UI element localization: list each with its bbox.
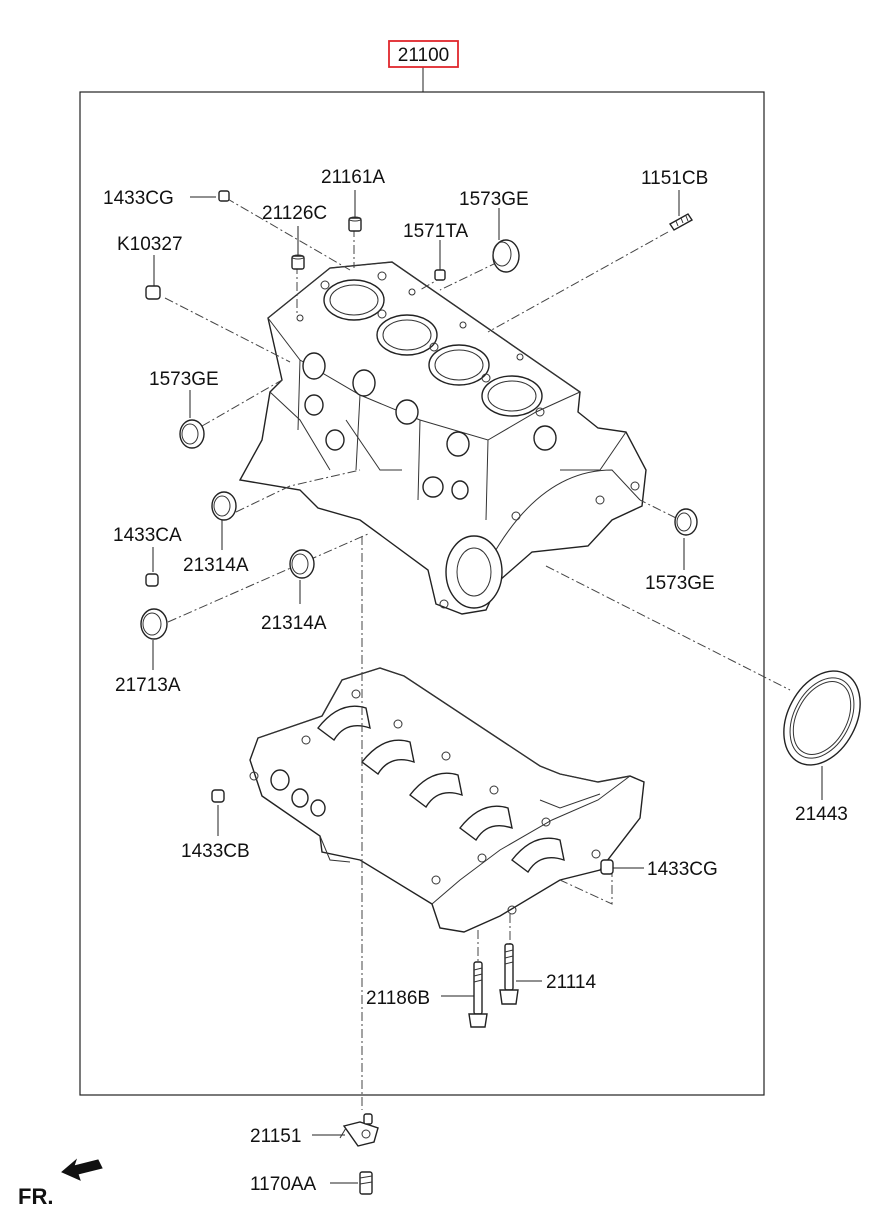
svg-text:1433CG: 1433CG (103, 188, 174, 209)
part-oil-seal-21443[interactable] (769, 658, 876, 778)
part-bolt-1170AA[interactable] (359, 1171, 373, 1195)
part-seal-21314A-mid[interactable] (289, 549, 315, 579)
part-K10327[interactable] (145, 285, 161, 300)
svg-text:1151CB: 1151CB (641, 168, 708, 189)
callout-21114[interactable]: 21114 (546, 972, 596, 993)
cylinder-block[interactable] (238, 261, 647, 615)
callout-1571TA[interactable]: 1571TA (403, 221, 468, 242)
front-direction-indicator: FR. (18, 1158, 103, 1209)
part-dowel-1433CG-top[interactable] (218, 190, 230, 202)
svg-text:1433CG: 1433CG (647, 859, 718, 880)
callout-1151CB[interactable]: 1151CB (641, 168, 708, 189)
svg-text:1433CB: 1433CB (181, 841, 250, 862)
svg-text:21114: 21114 (546, 972, 596, 993)
svg-text:21443: 21443 (795, 804, 848, 825)
part-seal-21713A[interactable] (140, 608, 168, 640)
part-stud-1151CB[interactable] (668, 213, 694, 231)
part-bolt-21114[interactable] (499, 943, 519, 1005)
part-plug-1573GE-top[interactable] (492, 239, 520, 273)
front-direction-arrow-icon (61, 1158, 103, 1181)
callout-21161A[interactable]: 21161A (321, 167, 385, 188)
callout-1573GE-top[interactable]: 1573GE (459, 189, 529, 210)
part-1571TA[interactable] (434, 269, 446, 281)
part-bolt-21186B[interactable] (468, 961, 488, 1028)
callout-1573GE-right[interactable]: 1573GE (645, 573, 715, 594)
front-direction-label: FR. (18, 1184, 53, 1209)
assembly-number-highlight (388, 40, 459, 68)
part-seal-21314A-left[interactable] (211, 491, 237, 521)
svg-text:21713A: 21713A (115, 675, 181, 696)
svg-text:1433CA: 1433CA (113, 525, 182, 546)
bedplate-lower-crankcase[interactable] (249, 667, 645, 933)
callout-21314A-mid[interactable]: 21314A (261, 613, 327, 634)
svg-text:1573GE: 1573GE (645, 573, 715, 594)
part-sensor-21151[interactable] (339, 1113, 379, 1147)
svg-text:21314A: 21314A (261, 613, 327, 634)
callout-1573GE-left[interactable]: 1573GE (149, 369, 219, 390)
callout-1433CG-top[interactable]: 1433CG (103, 188, 174, 209)
callout-1433CB[interactable]: 1433CB (181, 841, 250, 862)
part-dowel-1433CA[interactable] (145, 573, 159, 587)
callout-1433CG-right[interactable]: 1433CG (647, 859, 718, 880)
part-dowel-21126C[interactable] (291, 254, 305, 270)
callout-1170AA[interactable]: 1170AA (250, 1174, 317, 1195)
svg-text:1573GE: 1573GE (149, 369, 219, 390)
callout-21443[interactable]: 21443 (795, 804, 848, 825)
part-dowel-1433CG-right[interactable] (600, 859, 614, 875)
callout-1433CA[interactable]: 1433CA (113, 525, 182, 546)
assembly-number: 21100 (398, 45, 449, 66)
callout-21314A-left[interactable]: 21314A (183, 555, 249, 576)
svg-text:1571TA: 1571TA (403, 221, 468, 242)
part-plug-1573GE-right[interactable] (674, 508, 698, 536)
svg-text:1170AA: 1170AA (250, 1174, 317, 1195)
svg-text:21186B: 21186B (366, 988, 430, 1009)
svg-text:21126C: 21126C (262, 203, 327, 224)
svg-text:K10327: K10327 (117, 234, 183, 255)
svg-text:21314A: 21314A (183, 555, 249, 576)
assembly-number-callout[interactable]: 21100 (388, 40, 459, 68)
svg-text:21161A: 21161A (321, 167, 385, 188)
part-plug-1573GE-left[interactable] (179, 419, 205, 449)
part-dowel-1433CB[interactable] (211, 789, 225, 803)
callout-21126C[interactable]: 21126C (262, 203, 327, 224)
svg-text:1573GE: 1573GE (459, 189, 529, 210)
assembly-frame (79, 91, 765, 1096)
svg-text:21151: 21151 (250, 1126, 301, 1147)
part-pin-21161A[interactable] (348, 216, 362, 232)
callout-21151[interactable]: 21151 (250, 1126, 301, 1147)
callout-21713A[interactable]: 21713A (115, 675, 181, 696)
callout-21186B[interactable]: 21186B (366, 988, 430, 1009)
callout-K10327[interactable]: K10327 (117, 234, 183, 255)
